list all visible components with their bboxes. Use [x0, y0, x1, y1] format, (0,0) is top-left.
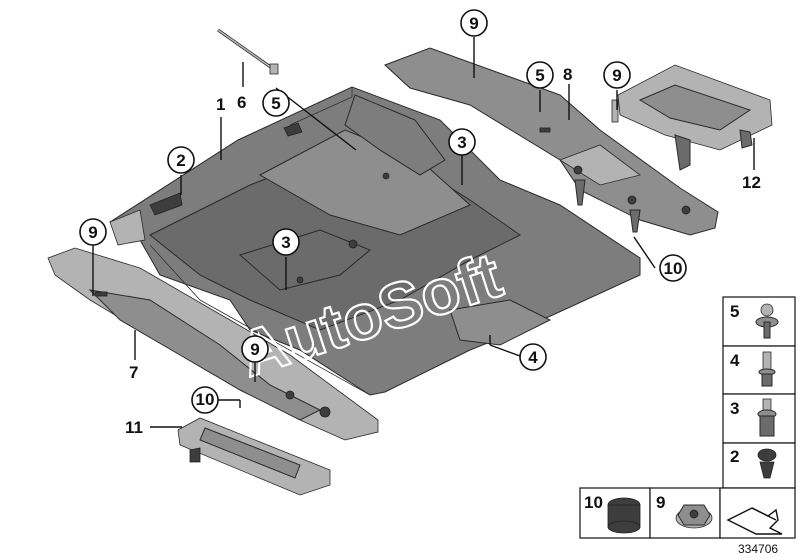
svg-text:9: 9	[469, 14, 478, 33]
document-number: 334706	[738, 542, 778, 556]
callout-2: 2	[167, 146, 195, 174]
callout-10-right: 10	[659, 254, 687, 282]
callout-3-lower: 3	[272, 228, 300, 256]
rod-6	[217, 28, 279, 75]
grommet-10-icon	[607, 497, 641, 534]
legend-label-3: 3	[730, 399, 739, 418]
leader-lines	[92, 37, 755, 428]
svg-text:5: 5	[535, 66, 544, 85]
floor-pan-assembly	[109, 86, 641, 396]
callout-1: 1	[216, 95, 225, 114]
symbol-arrow-icon	[726, 507, 783, 535]
callout-10-lower: 10	[191, 386, 219, 414]
callout-5-rail: 5	[526, 61, 554, 89]
callout-9-top: 9	[460, 9, 488, 37]
legend-label-5: 5	[730, 302, 739, 321]
callout-6: 6	[237, 93, 246, 112]
svg-text:2: 2	[176, 151, 185, 170]
bolt-4-icon	[758, 351, 776, 387]
bolt-3-icon	[757, 398, 777, 437]
callout-8: 8	[563, 65, 572, 84]
fastener-legend: 5 4 3 2 10 9	[579, 296, 796, 556]
callout-7: 7	[129, 363, 138, 382]
svg-text:9: 9	[250, 340, 259, 359]
svg-text:10: 10	[664, 259, 683, 278]
callout-9-left: 9	[79, 218, 107, 246]
callouts: 1 2 6 5 3 3 4 9 5 8	[79, 9, 761, 437]
bracket-12	[611, 64, 773, 171]
callout-5-upper: 5	[262, 89, 290, 117]
callout-9-right: 9	[603, 61, 631, 89]
clip-2-icon	[757, 448, 777, 479]
callout-11: 11	[125, 418, 143, 437]
callout-9-lower: 9	[241, 335, 269, 363]
svg-text:10: 10	[196, 390, 215, 409]
nut-9-icon	[675, 504, 713, 529]
svg-text:3: 3	[281, 233, 290, 252]
svg-text:3: 3	[457, 133, 466, 152]
tray-11	[177, 417, 331, 496]
legend-label-10: 10	[584, 493, 603, 512]
callout-3-upper: 3	[448, 128, 476, 156]
bolt-5-icon	[755, 303, 779, 339]
callout-12: 12	[742, 173, 761, 192]
svg-text:9: 9	[88, 223, 97, 242]
svg-text:4: 4	[528, 348, 538, 367]
legend-label-4: 4	[730, 351, 740, 370]
rail-7	[47, 247, 379, 441]
legend-label-9: 9	[656, 493, 665, 512]
legend-label-2: 2	[730, 447, 739, 466]
callout-4: 4	[519, 343, 547, 371]
rail-8	[384, 47, 719, 236]
svg-text:9: 9	[612, 66, 621, 85]
svg-text:5: 5	[271, 94, 280, 113]
